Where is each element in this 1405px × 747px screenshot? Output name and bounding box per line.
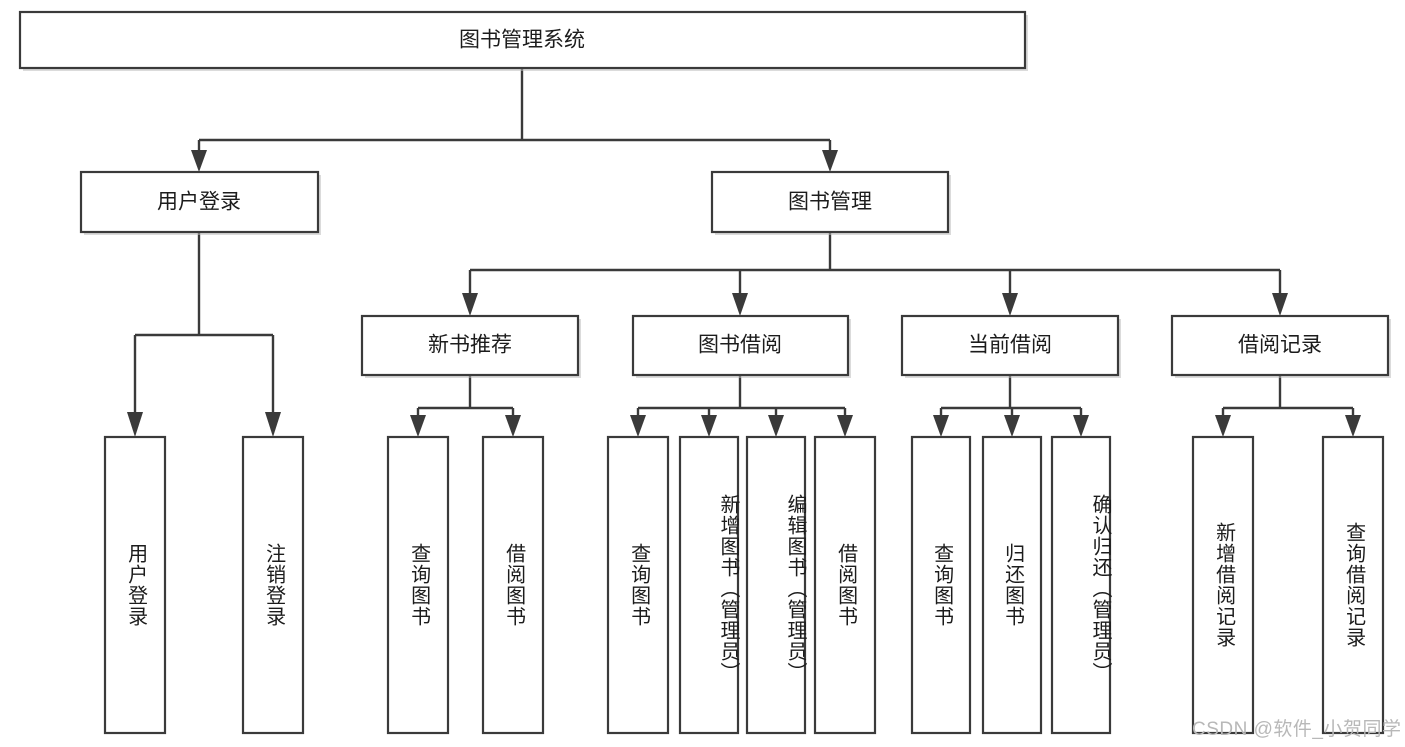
leaf-box-query-book-current[interactable] (910, 435, 972, 735)
leaf-box-user-login[interactable] (103, 435, 167, 735)
node-root[interactable]: 图书管理系统 (18, 10, 1028, 71)
node-book-borrow[interactable]: 图书借阅 (631, 314, 851, 378)
node-new-book-recommend-label: 新书推荐 (428, 334, 512, 357)
arrow-head-book-borrow (732, 293, 748, 316)
arrow-head-leaf-user-login (127, 412, 143, 437)
arrow-head-leaf-edit-book (768, 415, 784, 437)
leaf-box-add-book[interactable] (678, 435, 740, 735)
node-book-borrow-label: 图书借阅 (698, 334, 782, 357)
arrow-head-leaf-query-book-current (933, 415, 949, 437)
leaf-boxes-layer (103, 435, 1385, 735)
leaf-box-query-book-rec[interactable] (386, 435, 450, 735)
leaf-box-borrow-book[interactable] (813, 435, 877, 735)
leaf-box-query-book-borrow[interactable] (606, 435, 670, 735)
leaf-box-add-record[interactable] (1191, 435, 1255, 735)
node-new-book-recommend[interactable]: 新书推荐 (360, 314, 581, 378)
leaf-box-user-logout[interactable] (241, 435, 305, 735)
node-user-login-label: 用户登录 (157, 191, 241, 214)
arrow-head-new-book-recommend (462, 293, 478, 316)
node-current-borrow-label: 当前借阅 (968, 334, 1052, 357)
leaf-box-edit-book[interactable] (745, 435, 807, 735)
leaf-box-query-record[interactable] (1321, 435, 1385, 735)
arrow-head-leaf-query-book-rec (410, 415, 426, 437)
arrow-head-leaf-borrow-book (837, 415, 853, 437)
node-book-manage-box[interactable] (710, 170, 950, 234)
arrow-head-leaf-query-record (1345, 415, 1361, 437)
csdn-watermark: CSDN @软件_小贺同学 (1192, 719, 1402, 740)
arrow-head-book-manage (822, 150, 838, 172)
node-new-book-recommend-box[interactable] (360, 314, 580, 377)
arrow-head-leaf-query-book-borrow (630, 415, 646, 437)
node-book-manage[interactable]: 图书管理 (710, 170, 951, 235)
node-current-borrow[interactable]: 当前借阅 (900, 314, 1121, 378)
leaf-box-confirm-return[interactable] (1050, 435, 1112, 735)
arrow-head-leaf-add-record (1215, 415, 1231, 437)
arrow-head-leaf-user-logout (265, 412, 281, 437)
node-borrow-record-box[interactable] (1170, 314, 1390, 377)
arrow-head-user-login (191, 150, 207, 172)
node-borrow-record-label: 借阅记录 (1238, 334, 1322, 357)
connector-layer (127, 68, 1361, 437)
node-root-box[interactable] (18, 10, 1027, 70)
node-root-label: 图书管理系统 (459, 29, 585, 52)
node-book-borrow-box[interactable] (631, 314, 850, 377)
arrow-head-leaf-borrow-book-rec (505, 415, 521, 437)
node-borrow-record[interactable]: 借阅记录 (1170, 314, 1391, 378)
arrow-head-borrow-record (1272, 293, 1288, 316)
leaf-box-borrow-book-rec[interactable] (481, 435, 545, 735)
leaf-box-return-book[interactable] (981, 435, 1043, 735)
arrow-head-leaf-return-book (1004, 415, 1020, 437)
arrow-head-leaf-confirm-return (1073, 415, 1089, 437)
arrow-head-current-borrow (1002, 293, 1018, 316)
node-user-login-box[interactable] (79, 170, 320, 234)
node-current-borrow-box[interactable] (900, 314, 1120, 377)
node-book-manage-label: 图书管理 (788, 191, 872, 214)
node-user-login[interactable]: 用户登录 (79, 170, 321, 235)
arrow-head-leaf-add-book (701, 415, 717, 437)
